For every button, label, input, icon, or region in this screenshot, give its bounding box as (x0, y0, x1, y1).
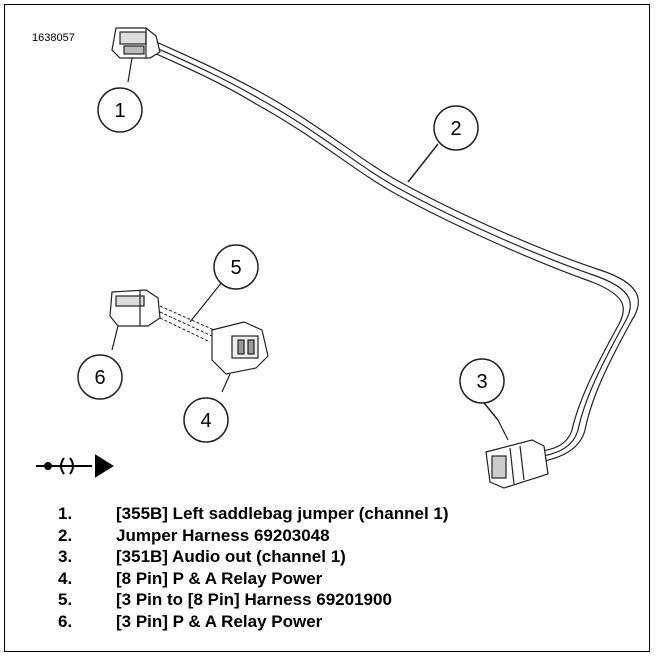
connector-3pin (109, 289, 161, 327)
callout-5 (213, 244, 259, 290)
legend-item: 6. [3 Pin] P & A Relay Power (58, 611, 638, 633)
callout-1 (97, 87, 143, 133)
callout-3 (459, 358, 505, 404)
figure-id: 1638057 (32, 32, 75, 44)
callout-5-label: 5 (230, 257, 241, 279)
legend-item: 1. [355B] Left saddlebag jumper (channel… (58, 503, 638, 525)
connector-mating-arrow-icon (36, 454, 114, 478)
legend-item: 4. [8 Pin] P & A Relay Power (58, 568, 638, 590)
legend-item: 2. Jumper Harness 69203048 (58, 525, 638, 547)
legend-text: [351B] Audio out (channel 1) (116, 547, 346, 566)
jumper-harness-cable (151, 39, 639, 463)
legend-text: [3 Pin to [8 Pin] Harness 69201900 (116, 590, 392, 609)
connector-355b (111, 27, 161, 83)
callout-3-label: 3 (476, 371, 487, 393)
legend-text: [355B] Left saddlebag jumper (channel 1) (116, 504, 449, 523)
callout-2 (433, 105, 479, 151)
callout-6 (77, 354, 123, 400)
legend-number: 3. (58, 547, 73, 566)
legend-text: Jumper Harness 69203048 (116, 525, 330, 545)
callout-4 (183, 397, 229, 443)
legend-number: 2. (58, 525, 73, 545)
legend-text: [3 Pin] P & A Relay Power (116, 611, 323, 631)
callout-4-label: 4 (200, 410, 211, 432)
legend-number: 1. (58, 504, 73, 523)
connector-351b (485, 419, 549, 489)
legend-item: 3. [351B] Audio out (channel 1) (58, 546, 638, 568)
legend-text: [8 Pin] P & A Relay Power (116, 568, 323, 588)
jumper-3pin-8pin (109, 281, 269, 393)
legend-list: 1. [355B] Left saddlebag jumper (channel… (58, 503, 638, 632)
legend-number: 6. (58, 611, 73, 631)
callout-2-label: 2 (450, 118, 461, 140)
callout-6-label: 6 (94, 367, 105, 389)
callout-1-label: 1 (114, 100, 125, 122)
legend-number: 4. (58, 568, 73, 588)
legend-number: 5. (58, 590, 73, 609)
legend-item: 5. [3 Pin to [8 Pin] Harness 69201900 (58, 589, 638, 611)
